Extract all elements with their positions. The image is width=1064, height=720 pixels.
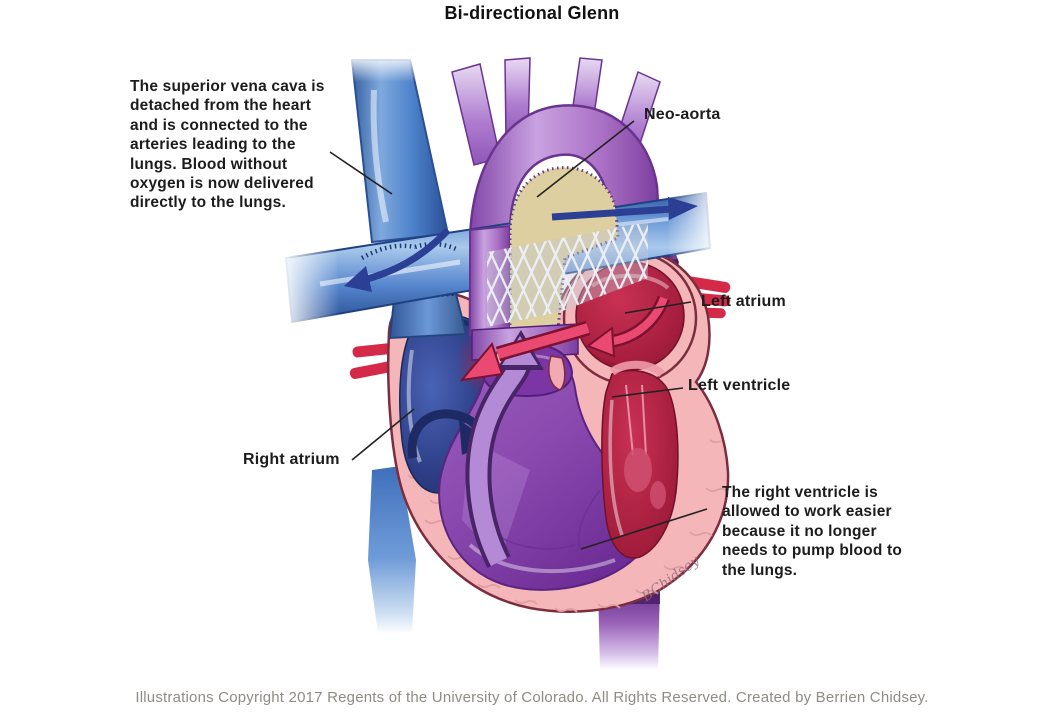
- label-left-ventricle: Left ventricle: [688, 377, 791, 394]
- figure-title: Bi-directional Glenn: [444, 3, 620, 23]
- leader-svc-note: [329, 151, 393, 195]
- left-atrium-arrow: [585, 295, 671, 358]
- valve-leaflet: [548, 355, 566, 391]
- mitral-valve: [609, 360, 665, 378]
- copyright-footer: Illustrations Copyright 2017 Regents of …: [135, 689, 929, 706]
- svc-to-pa-arrow: [344, 227, 451, 292]
- inferior-vena-cava: [368, 466, 416, 634]
- rv-annotation: The right ventricle is allowed to work e…: [722, 484, 903, 579]
- flow-arrows: [344, 197, 698, 568]
- septal-flow-arrow: [459, 320, 591, 382]
- left-ventricle: [601, 360, 679, 559]
- leader-neo-aorta: [536, 120, 635, 198]
- leader-left-atrium: [624, 301, 692, 314]
- leader-right-atrium: [351, 408, 415, 461]
- leader-rv-note: [580, 508, 708, 550]
- leader-left-ventricle: [611, 387, 684, 398]
- papillary-muscle: [624, 448, 652, 492]
- svc-annotation: The superior vena cava is detached from …: [130, 78, 325, 212]
- pa-flow-arrow: [551, 197, 698, 221]
- graft-suture: [508, 166, 620, 331]
- label-right-atrium: Right atrium: [243, 451, 340, 468]
- leader-lines: [329, 120, 708, 550]
- label-left-atrium: Left atrium: [701, 293, 786, 310]
- label-neo-aorta: Neo-aorta: [644, 106, 721, 123]
- anastomosis-sutures: [360, 241, 460, 260]
- superior-vena-cava: [348, 56, 454, 244]
